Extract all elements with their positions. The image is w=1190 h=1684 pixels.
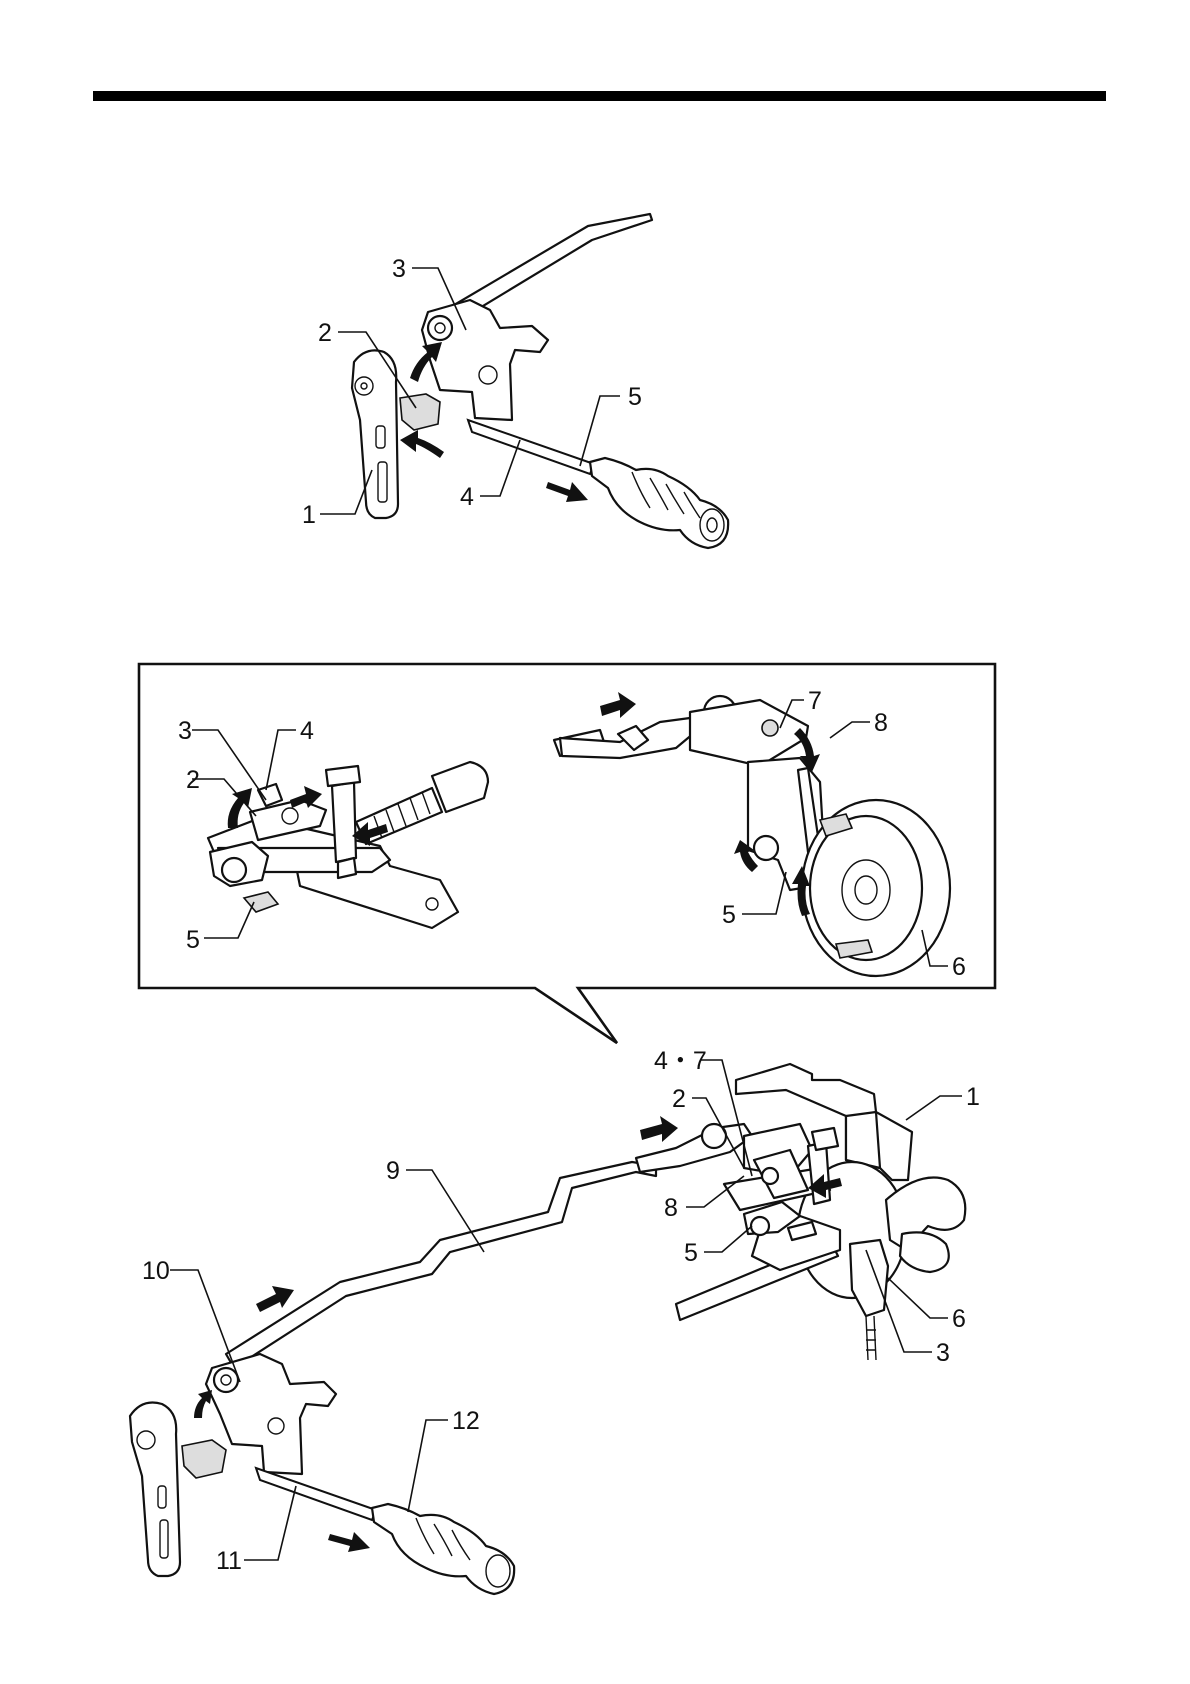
top-catch-2 — [400, 394, 440, 430]
inset-label-6: 6 — [952, 953, 966, 981]
bottom-label-6: 6 — [952, 1305, 966, 1333]
bottom-label-1: 1 — [966, 1083, 980, 1111]
header-rule — [93, 91, 1106, 101]
top-arrow-right-icon — [546, 482, 588, 502]
inset-label-2: 2 — [186, 766, 200, 794]
top-rod-4 — [468, 420, 594, 474]
bottom-arrow-link-icon — [640, 1116, 678, 1142]
bottom-label-11: 11 — [216, 1547, 242, 1575]
inset-label-3: 3 — [178, 717, 192, 745]
inset-panel: 3 4 2 5 — [139, 664, 995, 1043]
bottom-rod-9 — [226, 1162, 656, 1368]
bottom-label-12: 12 — [452, 1407, 480, 1435]
top-label-1: 1 — [302, 501, 316, 529]
bottom-label-5: 5 — [684, 1239, 698, 1267]
bottom-label-3: 3 — [936, 1339, 950, 1367]
bottom-label-2: 2 — [672, 1085, 686, 1113]
top-bracket-pin — [428, 316, 452, 340]
bottom-label-4-7: 4・7 — [654, 1047, 707, 1075]
top-diagram: 3 2 5 4 1 — [302, 214, 728, 548]
inset-label-8: 8 — [874, 709, 888, 737]
bottom-label-10: 10 — [142, 1257, 170, 1285]
bottom-cable-12 — [372, 1504, 514, 1594]
top-label-2: 2 — [318, 319, 332, 347]
bottom-arrow-cable-icon — [328, 1532, 370, 1552]
top-label-5: 5 — [628, 383, 642, 411]
inset-label-4: 4 — [300, 717, 314, 745]
top-lever-1 — [352, 350, 398, 518]
top-label-4: 4 — [460, 483, 474, 511]
bottom-label-9: 9 — [386, 1157, 400, 1185]
bottom-diagram: 4・7 2 1 9 8 5 10 6 3 12 11 — [130, 1047, 980, 1594]
top-arrow-left-icon — [400, 430, 444, 458]
inset-label-7: 7 — [808, 687, 822, 715]
inset-label-5-left: 5 — [186, 926, 200, 954]
bottom-arrow-rod-icon — [256, 1286, 294, 1312]
inset-label-5-right: 5 — [722, 901, 736, 929]
top-cable-5 — [590, 458, 728, 548]
bottom-arrow-lever-icon — [194, 1390, 212, 1418]
bottom-lever — [130, 1403, 180, 1577]
top-label-3: 3 — [392, 255, 406, 283]
bottom-label-8: 8 — [664, 1194, 678, 1222]
